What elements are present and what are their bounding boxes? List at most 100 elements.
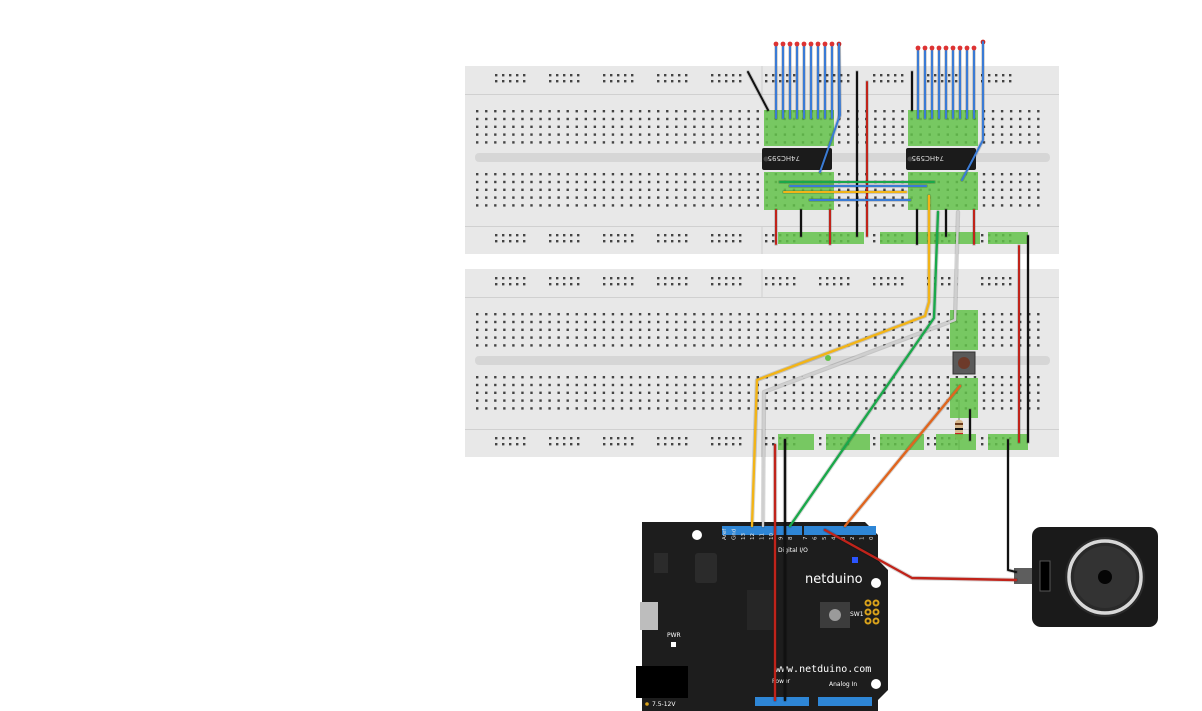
speaker-icon (1014, 527, 1158, 627)
rail-hole (873, 234, 876, 237)
grid-hole (602, 320, 606, 324)
grid-hole (666, 196, 669, 199)
grid-hole (720, 196, 723, 199)
grid-hole (856, 320, 859, 324)
rail-hole (941, 283, 944, 286)
grid-hole (1009, 407, 1013, 410)
grid-hole (747, 188, 750, 191)
grid-hole (774, 320, 778, 324)
grid-hole (657, 125, 660, 128)
grid-hole (647, 180, 651, 184)
grid-hole (593, 391, 597, 394)
grid-hole (657, 399, 660, 402)
grid-hole (593, 399, 597, 402)
rail-hole (516, 240, 519, 243)
grid-hole (611, 188, 615, 191)
grid-hole (702, 336, 705, 339)
grid-hole (566, 117, 569, 121)
rail-hole (765, 74, 768, 77)
grid-hole (684, 110, 687, 113)
grid-hole (521, 320, 524, 324)
grid-hole (503, 141, 506, 144)
grid-hole (856, 391, 859, 394)
grid-hole (901, 313, 904, 316)
grid-hole (548, 173, 551, 176)
grid-hole (1019, 376, 1022, 379)
grid-hole (711, 383, 714, 387)
grid-hole (720, 399, 723, 402)
grid-hole (494, 376, 497, 379)
grid-hole (602, 391, 606, 394)
grid-hole (1000, 133, 1004, 136)
grid-hole (530, 173, 533, 176)
grid-hole (485, 399, 488, 402)
grid-hole (584, 391, 587, 394)
rail-hole (509, 443, 512, 446)
grid-hole (1037, 320, 1040, 324)
grid-hole (675, 328, 678, 331)
grid-hole (602, 110, 606, 113)
wires (746, 39, 1030, 703)
grid-hole (1037, 173, 1040, 176)
grid-hole (928, 383, 931, 387)
grid-hole (503, 180, 506, 184)
grid-hole (711, 133, 714, 136)
grid-hole (593, 188, 597, 191)
grid-hole (476, 313, 479, 316)
grid-hole (1028, 173, 1031, 176)
rail-divider (465, 94, 1059, 95)
grid-hole (620, 180, 624, 184)
rail-hole (657, 80, 660, 83)
grid-hole (512, 204, 515, 207)
grid-hole (720, 320, 723, 324)
grid-hole (720, 383, 723, 387)
grid-hole (657, 196, 660, 199)
grid-hole (792, 376, 796, 379)
grid-hole (874, 117, 877, 121)
grid-hole (647, 141, 651, 144)
grid-hole (883, 320, 886, 324)
grid-hole (738, 313, 741, 316)
grid-hole (512, 117, 515, 121)
rail-hole (826, 80, 829, 83)
grid-hole (720, 173, 723, 176)
grid-hole (792, 399, 796, 402)
grid-hole (530, 141, 533, 144)
grid-hole (711, 110, 714, 113)
grid-hole (1019, 196, 1022, 199)
grid-hole (521, 336, 524, 339)
grid-hole (738, 344, 741, 347)
grid-hole (783, 399, 787, 402)
grid-hole (783, 344, 787, 347)
grid-hole (838, 141, 841, 144)
grid-hole (973, 376, 977, 379)
grid-hole (702, 173, 705, 176)
grid-hole (1009, 376, 1013, 379)
grid-hole (684, 117, 687, 121)
rail-hole (786, 283, 789, 286)
grid-hole (901, 125, 904, 128)
grid-hole (593, 117, 597, 121)
grid-hole (738, 180, 741, 184)
grid-hole (828, 320, 832, 324)
connected-holes (908, 172, 978, 210)
grid-hole (792, 313, 796, 316)
grid-hole (584, 133, 587, 136)
grid-hole (711, 320, 714, 324)
grid-hole (847, 383, 850, 387)
rail-hole (786, 74, 789, 77)
grid-hole (729, 328, 732, 331)
rail-hole (833, 74, 836, 77)
grid-hole (1028, 328, 1031, 331)
grid-hole (647, 117, 651, 121)
grid-hole (1028, 117, 1031, 121)
grid-hole (512, 141, 515, 144)
rail-hole (664, 234, 667, 237)
grid-hole (991, 344, 995, 347)
grid-hole (548, 196, 551, 199)
grid-hole (738, 328, 741, 331)
grid-hole (783, 328, 787, 331)
rail-hole (509, 283, 512, 286)
rail-hole (495, 74, 498, 77)
grid-hole (693, 196, 696, 199)
